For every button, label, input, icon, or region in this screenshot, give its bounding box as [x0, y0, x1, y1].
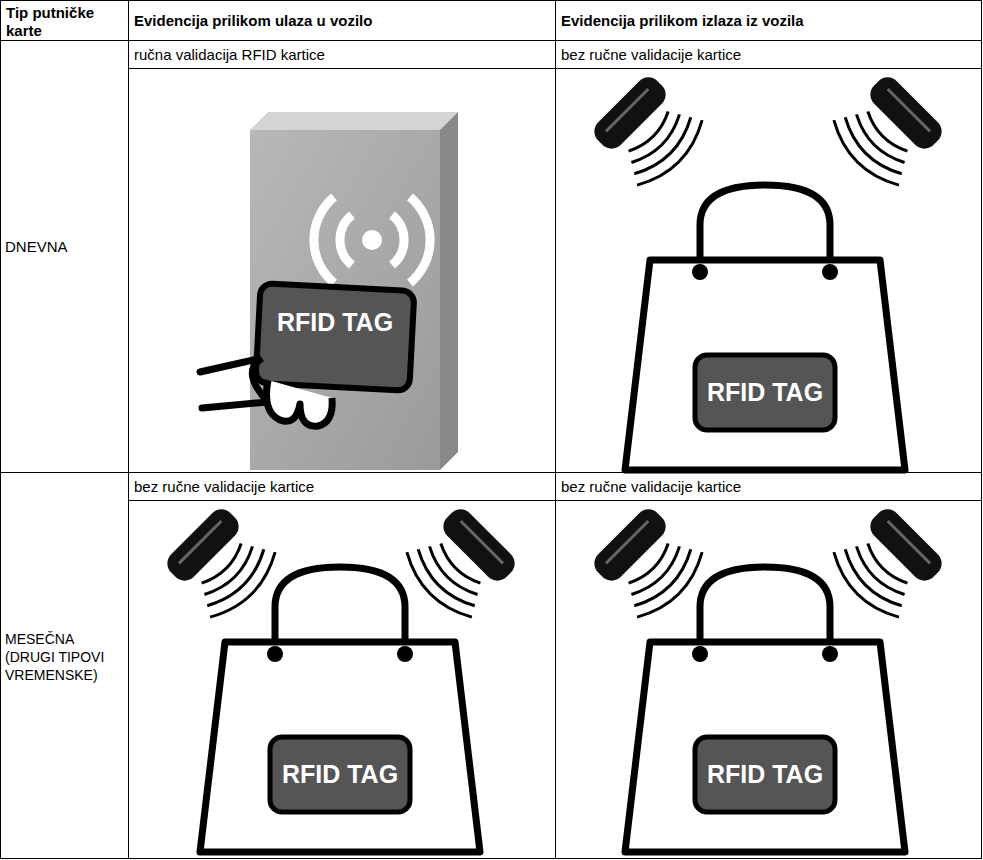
tag-label: RFID TAG	[277, 308, 393, 336]
card-reader	[250, 112, 458, 470]
table-cell: bez ručne validacije kartice	[561, 46, 976, 64]
column-header: Tip putničke karte	[6, 4, 124, 40]
table-cell: bez ručne validacije kartice	[134, 478, 549, 496]
column-header: Evidencija prilikom ulaza u vozilo	[134, 12, 549, 30]
table-cell: bez ručne validacije kartice	[561, 478, 976, 496]
tag-label: RFID TAG	[707, 760, 823, 788]
row-header: MESEČNA (DRUGI TIPOVI VREMENSKE)	[5, 630, 127, 684]
column-header: Evidencija prilikom izlaza iz vozila	[561, 12, 976, 30]
row-header: DNEVNA	[5, 238, 125, 256]
rfid-gate	[159, 69, 950, 852]
tag-label: RFID TAG	[707, 378, 823, 406]
table-cell: ručna validacija RFID kartice	[134, 46, 549, 64]
tag-label: RFID TAG	[282, 760, 398, 788]
hand-with-card	[200, 283, 414, 426]
